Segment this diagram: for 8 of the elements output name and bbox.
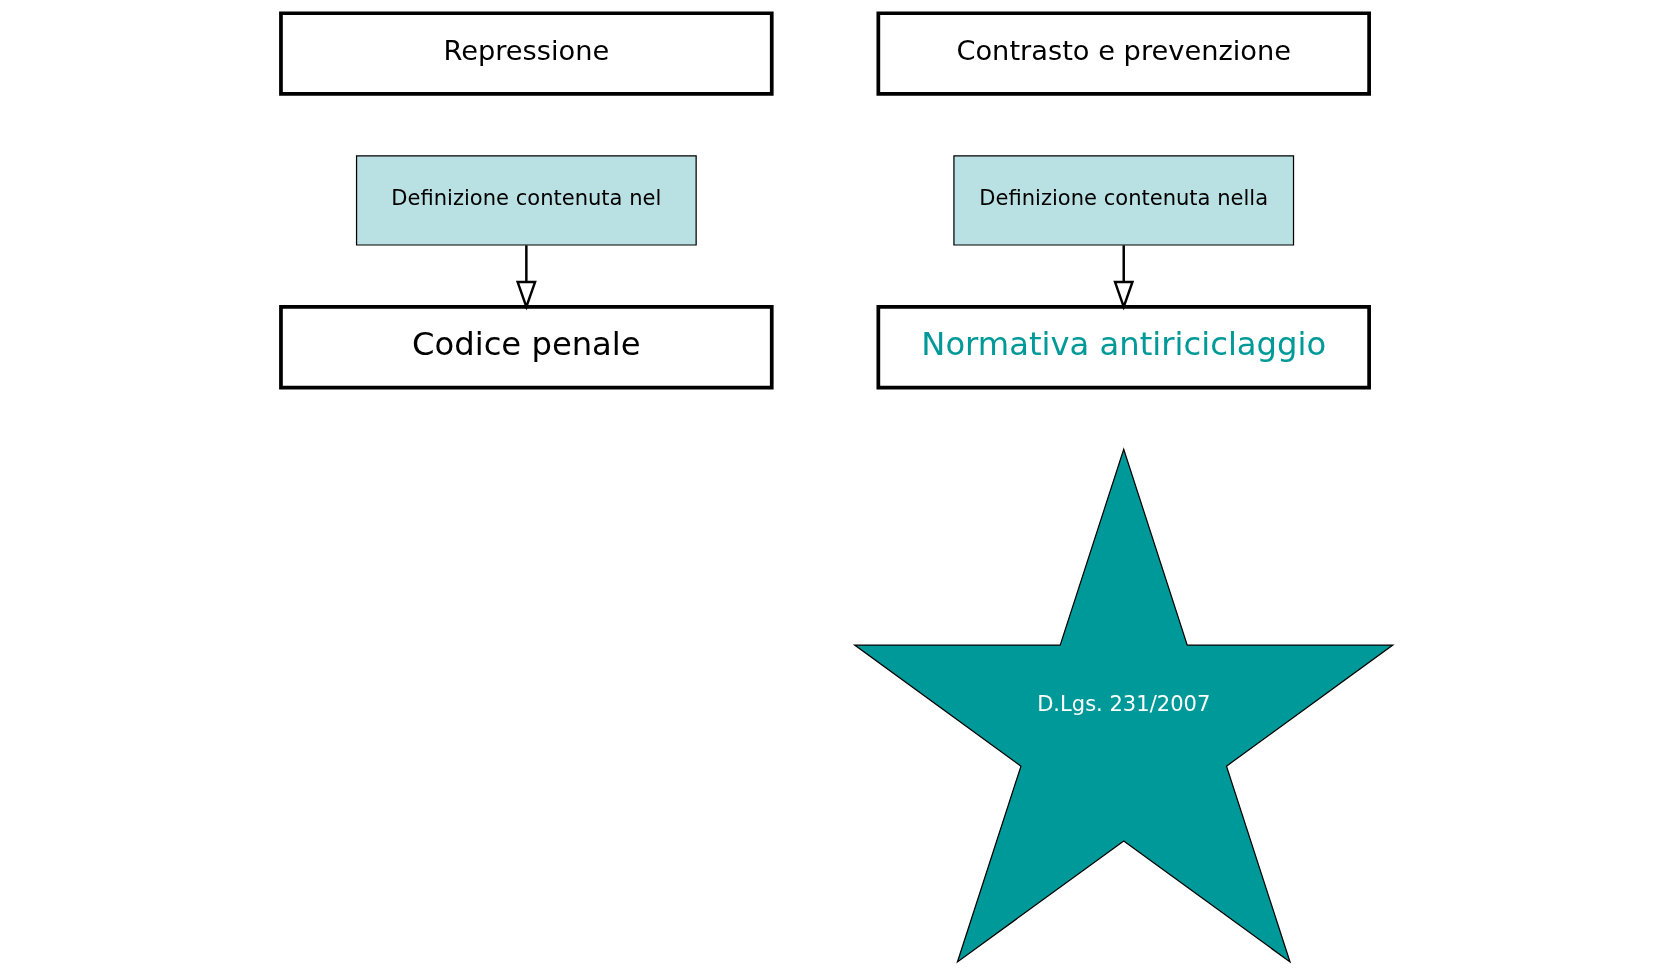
arrow xyxy=(1113,245,1135,311)
node-box: Normativa antiriciclaggio xyxy=(876,305,1371,390)
arrow xyxy=(515,245,537,311)
node-box: Definizione contenuta nella xyxy=(953,155,1295,246)
node-box: Codice penale xyxy=(279,305,774,390)
node-box: Repressione xyxy=(279,11,774,96)
node-box: Definizione contenuta nel xyxy=(355,155,697,246)
node-box: Contrasto e prevenzione xyxy=(876,11,1371,96)
